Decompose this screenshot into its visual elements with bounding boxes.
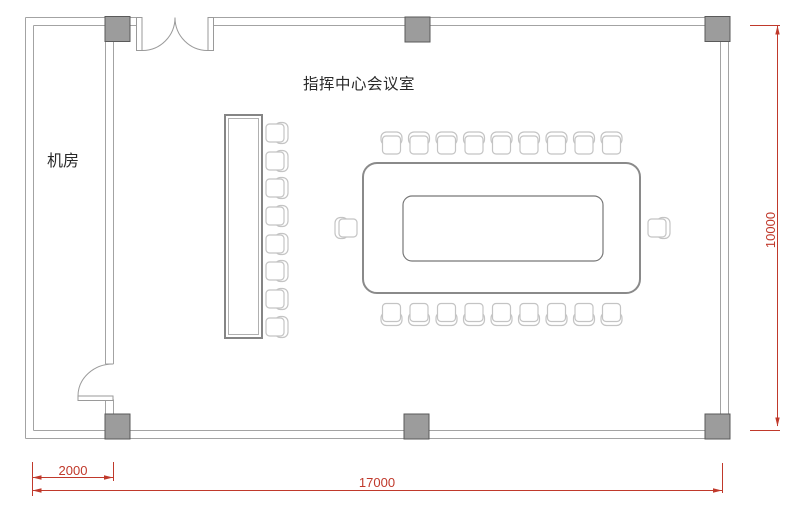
wall-partition [105, 25, 114, 415]
chair [407, 302, 431, 327]
door-leaf [77, 395, 114, 401]
dimension-bottom-left-segment [32, 462, 114, 481]
chair [545, 302, 568, 327]
column-bottom-left [104, 413, 131, 440]
column-bottom-right [704, 413, 731, 440]
chair [545, 131, 568, 155]
door-leaf-right [207, 17, 214, 51]
dimension-text-2000: 2000 [58, 463, 88, 478]
door-swing-arc-left [141, 17, 176, 52]
dimension-right-height [750, 25, 780, 431]
chair [265, 259, 289, 283]
columns [104, 16, 731, 440]
side-table [224, 114, 263, 339]
column-top-right [704, 16, 731, 42]
chair [462, 302, 486, 327]
chair [265, 176, 289, 200]
chair [334, 216, 358, 240]
dimension-lines [32, 25, 780, 496]
chair [265, 315, 289, 339]
dimension-bottom-total [32, 462, 723, 496]
conference-table-inner-panel [402, 195, 604, 262]
chair [490, 131, 513, 155]
chair [490, 302, 513, 327]
chair [517, 131, 541, 155]
chair [265, 149, 289, 173]
room-title-label: 指挥中心会议室 [303, 76, 416, 93]
machine-room-label: 机房 [46, 153, 79, 170]
chair [407, 131, 431, 155]
chair [380, 131, 403, 155]
column-top-middle [404, 16, 431, 43]
chair [517, 302, 541, 327]
chair [462, 131, 486, 155]
chair [600, 131, 623, 155]
entry-double-door [136, 17, 214, 52]
column-top-left [104, 16, 131, 42]
chair [265, 121, 289, 145]
dimension-text-17000: 17000 [358, 475, 396, 490]
wall-right [720, 17, 729, 439]
door-swing-arc [77, 363, 114, 397]
conference-table [362, 162, 641, 294]
door-leaf-left [136, 17, 143, 51]
chair [435, 302, 458, 327]
chair [435, 131, 458, 155]
wall-bottom [25, 430, 729, 439]
chair [265, 287, 289, 311]
machine-room-door [77, 363, 114, 401]
chair [647, 216, 671, 240]
wall-top-right-segment [207, 17, 729, 26]
door-swing-arc-right [174, 17, 209, 52]
chair [265, 232, 289, 256]
wall-left [25, 17, 34, 439]
chair [265, 204, 289, 228]
chair [572, 302, 596, 327]
column-bottom-middle [403, 413, 430, 440]
chair [572, 131, 596, 155]
chair [380, 302, 403, 327]
chair [600, 302, 623, 327]
dimension-text-10000: 10000 [763, 211, 778, 249]
